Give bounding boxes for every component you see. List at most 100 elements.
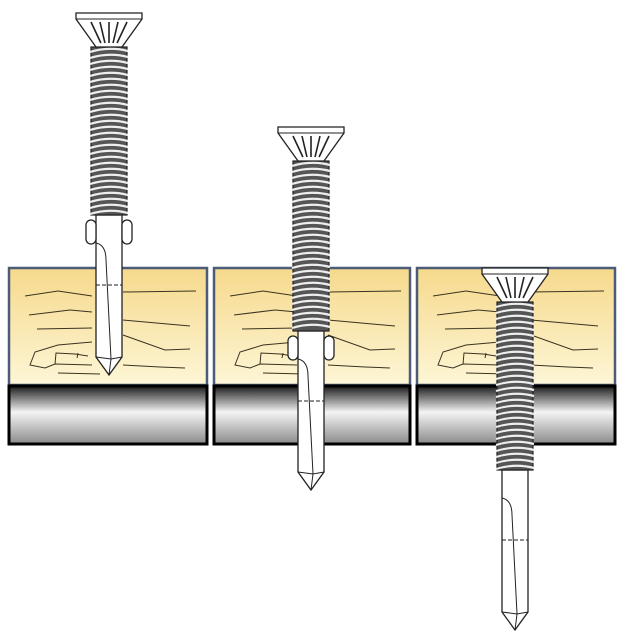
thread-ridge — [291, 185, 331, 192]
thread-ridge — [291, 275, 331, 282]
wing-left — [85, 219, 97, 245]
thread-ridge — [89, 155, 129, 162]
flute-line — [297, 358, 314, 491]
screw-stage-drilling — [75, 12, 143, 377]
thread-ridge — [291, 311, 331, 318]
thread-ridge — [495, 398, 535, 405]
thread-ridge — [89, 83, 129, 90]
wing-right — [323, 335, 335, 361]
thread-ridge — [291, 281, 331, 288]
thread-ridge — [291, 197, 331, 204]
thread-ridge — [89, 113, 129, 120]
thread-ridge — [495, 344, 535, 351]
thread-ridge — [291, 227, 331, 234]
thread-ridge — [89, 209, 129, 216]
thread-ridge — [291, 209, 331, 216]
wood-grain-line — [76, 352, 79, 359]
wood-grain-line — [122, 334, 191, 351]
thread-ridge — [495, 434, 535, 441]
thread-ridge — [89, 89, 129, 96]
thread-ridge — [291, 263, 331, 270]
thread-ridge — [291, 161, 331, 168]
thread-ridge — [495, 326, 535, 333]
head-recess-line — [496, 276, 508, 299]
head-recess-line — [90, 21, 102, 44]
screw-stage-threading — [481, 267, 549, 632]
thread-ridge — [89, 185, 129, 192]
thread-ridge — [89, 71, 129, 78]
wood-grain-line — [259, 352, 294, 365]
thread-ridge — [495, 320, 535, 327]
thread-ridge — [495, 350, 535, 357]
wood-grain-line — [436, 309, 501, 316]
thread-ridge — [89, 95, 129, 102]
wood-grain-line — [530, 319, 599, 327]
thread-ridge — [495, 356, 535, 363]
thread-ridge — [495, 416, 535, 423]
steel-layer — [7, 384, 209, 446]
thread-ridge — [291, 269, 331, 276]
thread-ridge — [495, 440, 535, 447]
head-recess-line — [99, 21, 106, 44]
thread-ridge — [291, 179, 331, 186]
screw-stage-reaming — [277, 126, 345, 492]
thread-ridge — [89, 59, 129, 66]
head-recess-line — [292, 135, 304, 158]
thread-ridge — [89, 143, 129, 150]
thread-ridge — [495, 410, 535, 417]
thread-ridge — [495, 428, 535, 435]
head-recess-line — [505, 276, 512, 299]
wood-grain-line — [122, 290, 197, 293]
wood-grain-line — [24, 290, 93, 297]
thread-ridge — [495, 392, 535, 399]
wood-grain-line — [57, 372, 101, 375]
thread-ridge — [89, 65, 129, 72]
head-recess-line — [518, 276, 525, 299]
thread-ridge — [291, 221, 331, 228]
wood-grain-line — [444, 327, 501, 330]
wood-grain-line — [327, 364, 391, 369]
thread-ridge — [89, 77, 129, 84]
wood-grain-line — [241, 327, 298, 330]
thread-ridge — [291, 203, 331, 210]
thread-ridge — [495, 374, 535, 381]
thread-ridge — [291, 191, 331, 198]
thread-ridge — [495, 446, 535, 453]
wood-grain-line — [54, 352, 89, 365]
flute-line — [95, 242, 112, 376]
point-edge — [297, 471, 325, 475]
head-recess-line — [318, 135, 330, 158]
drill-point — [297, 330, 325, 492]
thread-ridge — [291, 173, 331, 180]
thread-ridge — [89, 125, 129, 132]
wood-grain-line — [530, 290, 605, 293]
thread-ridge — [89, 149, 129, 156]
thread-ridge — [495, 368, 535, 375]
thread-ridge — [89, 107, 129, 114]
thread-ridge — [495, 380, 535, 387]
point-edge — [95, 356, 123, 360]
thread-ridge — [291, 317, 331, 324]
wood-grain-line — [28, 309, 93, 316]
wood-grain-line — [484, 352, 487, 359]
point-edge — [501, 611, 529, 615]
wood-grain-line — [327, 334, 396, 351]
wood-grain-line — [530, 334, 599, 351]
wood-grain-line — [122, 364, 186, 369]
wood-grain-line — [530, 364, 594, 369]
thread-ridge — [89, 101, 129, 108]
thread-ridge — [291, 305, 331, 312]
thread-ridge — [89, 173, 129, 180]
thread-ridge — [89, 167, 129, 174]
drill-point — [95, 214, 123, 377]
thread-ridge — [495, 338, 535, 345]
thread-ridge — [89, 47, 129, 54]
wood-grain-line — [432, 290, 501, 297]
thread-ridge — [495, 452, 535, 459]
head-recess-line — [112, 21, 119, 44]
thread-ridge — [291, 215, 331, 222]
thread-ridge — [495, 314, 535, 321]
thread-ridge — [89, 161, 129, 168]
thread-ridge — [89, 179, 129, 186]
